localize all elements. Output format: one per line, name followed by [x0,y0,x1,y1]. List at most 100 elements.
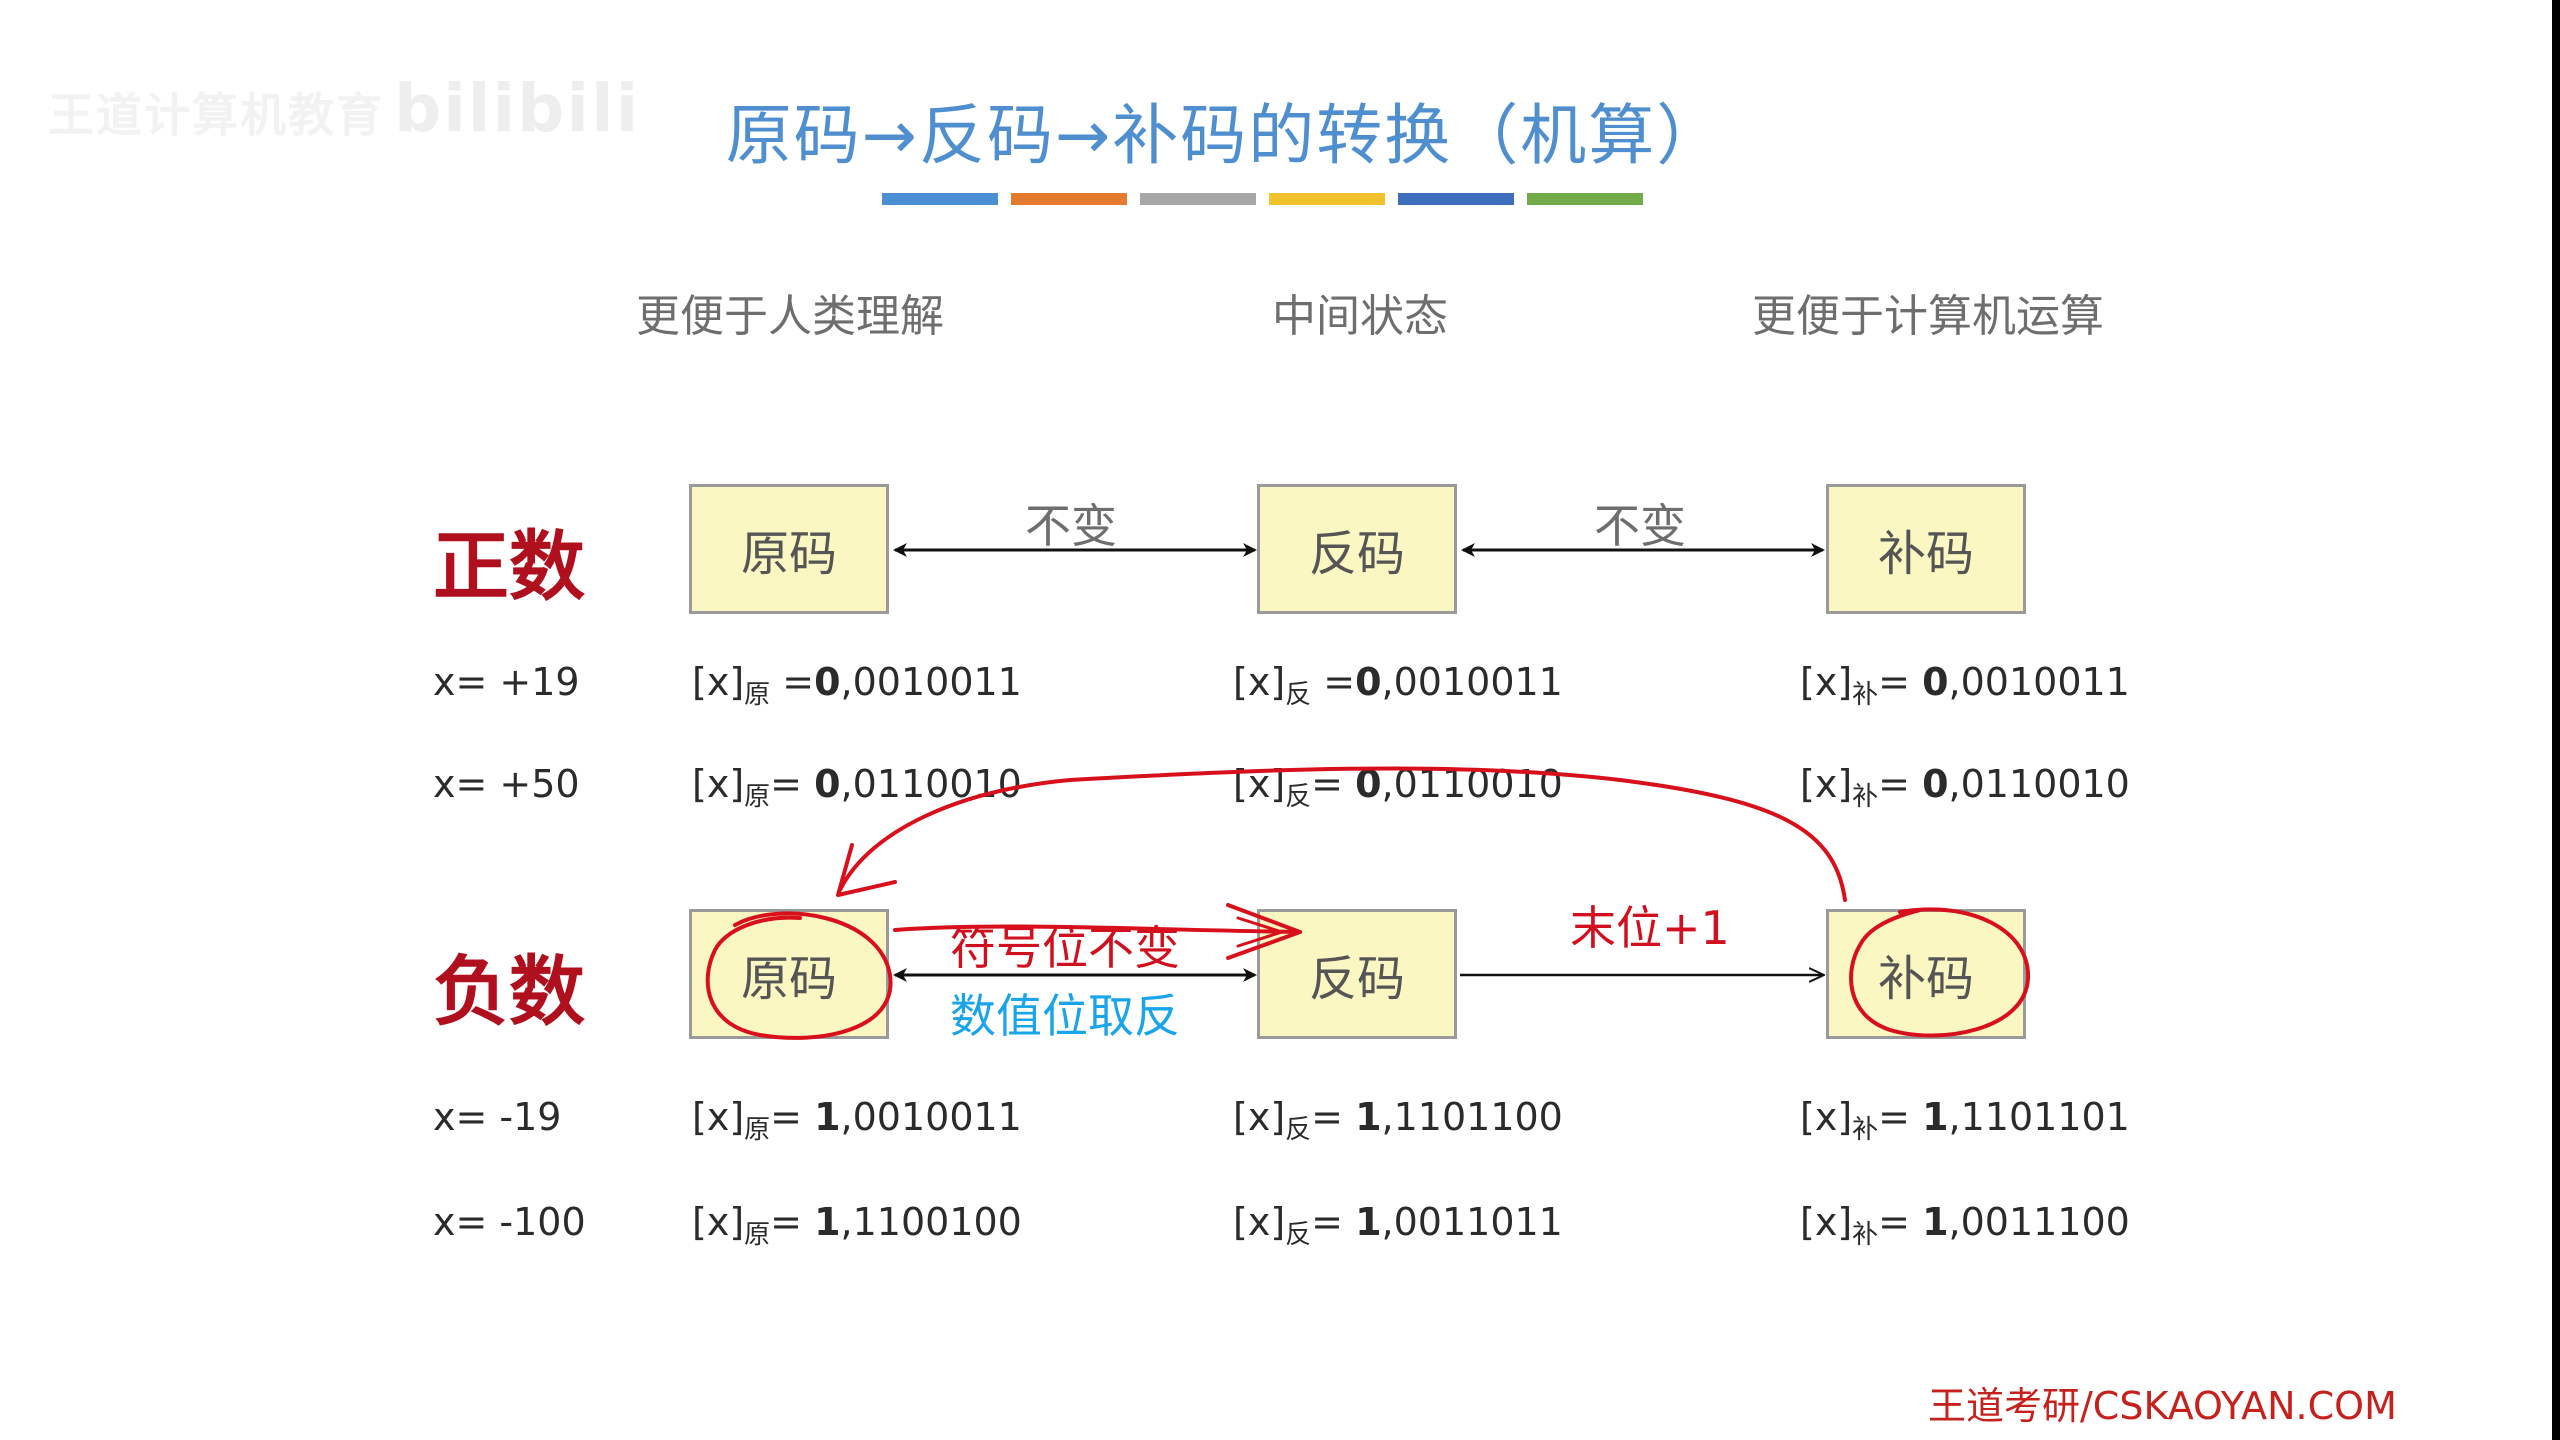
negative-x-2: x= -100 [433,1200,586,1244]
negative-comp-box: 补码 [1826,909,2026,1039]
box-label: 补码 [1877,526,1974,582]
red-curve-arrowhead [836,843,897,897]
positive-comp-box: 补码 [1826,484,2026,614]
sign-bit: 1 [1922,1200,1949,1244]
code-subscript: 反 [1285,1115,1312,1145]
negative-orig-code-2: [x]原= 1,1100100 [692,1200,1022,1251]
code-equals: = [770,1200,815,1244]
value-bits: ,0011011 [1381,1200,1563,1244]
value-bits: ,0010011 [1381,660,1563,704]
code-subscript: 补 [1852,782,1879,812]
annotation-value-bits-inverted: 数值位取反 [950,989,1180,1043]
positive-inv-code-1: [x]反 =0,0010011 [1233,660,1563,711]
box-label: 反码 [1308,526,1405,582]
code-subscript: 原 [744,1220,771,1250]
positive-orig-code-2: [x]原= 0,0110010 [692,762,1022,813]
code-equals: = [1878,660,1923,704]
code-subscript: 反 [1285,680,1312,710]
value-bits: ,0110010 [1948,762,2130,806]
negative-orig-code-1: [x]原= 1,0010011 [692,1095,1022,1146]
red-circle-comp [1849,907,2031,1038]
code-subscript: 原 [744,680,771,710]
sign-bit: 0 [814,660,841,704]
value-bits: ,0011100 [1948,1200,2130,1244]
code-prefix: [x] [692,762,745,806]
color-bar-segment [882,193,998,205]
slide-title: 原码→反码→补码的转换（机算） [725,97,1725,174]
code-subscript: 反 [1285,1220,1312,1250]
positive-arrow-label-1: 不变 [1025,499,1117,553]
value-bits: ,0010011 [1948,660,2130,704]
value-bits: ,1101101 [1948,1095,2130,1139]
red-curve-arrow [838,766,1847,902]
box-label: 补码 [1877,951,1974,1007]
positive-label: 正数 [433,522,585,611]
code-prefix: [x] [1233,1095,1286,1139]
sign-bit: 0 [1922,762,1949,806]
value-bits: ,0010011 [840,660,1022,704]
column-heading-left: 更便于人类理解 [636,291,944,342]
code-prefix: [x] [1233,1200,1286,1244]
code-prefix: [x] [692,1200,745,1244]
sign-bit: 1 [814,1200,841,1244]
positive-orig-box: 原码 [689,484,889,614]
positive-orig-code-1: [x]原 =0,0010011 [692,660,1022,711]
code-prefix: [x] [1800,660,1853,704]
code-subscript: 补 [1852,1115,1879,1145]
positive-x-1: x= +19 [433,660,580,704]
positive-comp-code-2: [x]补= 0,0110010 [1800,762,2130,813]
code-equals: = [1878,1200,1923,1244]
code-equals: = [770,660,815,704]
footer-brand: 王道考研/CSKAOYAN.COM [1928,1384,2397,1428]
red-strike-arrowhead-inner [1236,916,1284,948]
code-equals: = [1311,660,1356,704]
positive-x-2: x= +50 [433,762,580,806]
code-equals: = [770,1095,815,1139]
value-bits: ,1101100 [1381,1095,1563,1139]
sign-bit: 0 [1922,660,1949,704]
column-heading-right: 更便于计算机运算 [1752,291,2104,342]
sign-bit: 1 [1355,1095,1382,1139]
code-prefix: [x] [692,660,745,704]
code-subscript: 补 [1852,680,1879,710]
code-equals: = [770,762,815,806]
positive-comp-code-1: [x]补= 0,0010011 [1800,660,2130,711]
red-strike-arrow [893,924,1302,934]
color-bar-segment [1398,193,1514,205]
sign-bit: 1 [814,1095,841,1139]
negative-x-1: x= -19 [433,1095,562,1139]
color-bar-segment [1011,193,1127,205]
code-equals: = [1311,1200,1356,1244]
value-bits: ,0010011 [840,1095,1022,1139]
box-label: 反码 [1308,951,1405,1007]
sign-bit: 1 [1355,1200,1382,1244]
code-prefix: [x] [1233,660,1286,704]
color-bar-segment [1527,193,1643,205]
code-subscript: 原 [744,782,771,812]
code-subscript: 原 [744,1115,771,1145]
red-circle-orig [705,911,893,1040]
color-bar-segment [1140,193,1256,205]
sign-bit: 1 [1922,1095,1949,1139]
annotation-last-bit-plus-one: 末位+1 [1570,901,1730,955]
sign-bit: 0 [1355,660,1382,704]
negative-inv-code-1: [x]反= 1,1101100 [1233,1095,1563,1146]
code-equals: = [1878,762,1923,806]
code-prefix: [x] [1800,1095,1853,1139]
box-label: 原码 [740,526,837,582]
code-subscript: 补 [1852,1220,1879,1250]
positive-inv-box: 反码 [1257,484,1457,614]
positive-arrow-label-2: 不变 [1594,499,1686,553]
value-bits: ,0110010 [840,762,1022,806]
value-bits: ,1100100 [840,1200,1022,1244]
bilibili-logo: bilibili [394,70,641,147]
code-prefix: [x] [692,1095,745,1139]
color-bar-segment [1269,193,1385,205]
column-heading-middle: 中间状态 [1272,291,1448,342]
code-subscript: 反 [1285,782,1312,812]
